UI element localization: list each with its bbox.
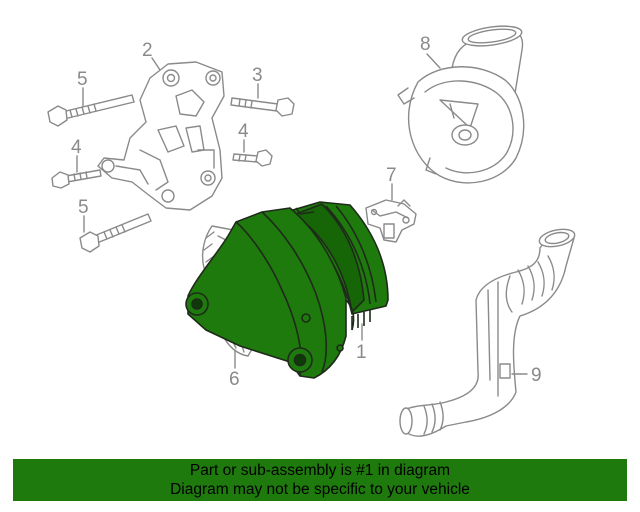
banner-line-1: Part or sub-assembly is #1 in diagram: [189, 462, 451, 479]
callout-4-left: 4: [71, 137, 82, 158]
bolt-5-lower[interactable]: [79, 213, 152, 253]
callout-5-upper: 5: [77, 69, 88, 90]
leader-lines: [76, 53, 528, 375]
mounting-bracket[interactable]: [97, 61, 225, 211]
callout-9: 9: [531, 365, 542, 386]
bolt-3[interactable]: [230, 97, 295, 117]
callout-4-right: 4: [238, 121, 249, 142]
alternator[interactable]: [185, 201, 389, 379]
bolt-4-right[interactable]: [232, 149, 273, 167]
callout-7: 7: [386, 165, 397, 186]
callout-6: 6: [229, 369, 240, 390]
banner-line-2: Diagram may not be specific to your vehi…: [170, 481, 470, 498]
air-duct-hose[interactable]: [399, 226, 576, 437]
bolt-4-left[interactable]: [51, 169, 102, 189]
parts-diagram: 2 5 3 4 4 5 7 8 1 6 9: [47, 23, 576, 437]
bolt-5-upper[interactable]: [47, 94, 135, 127]
info-banner: Part or sub-assembly is #1 in diagram Di…: [13, 459, 627, 501]
callout-8: 8: [420, 34, 431, 55]
voltage-regulator[interactable]: [365, 199, 417, 243]
callout-1: 1: [356, 342, 367, 363]
callout-5-lower: 5: [78, 197, 89, 218]
callout-2: 2: [142, 40, 153, 61]
air-intake-housing[interactable]: [397, 23, 525, 184]
callout-3: 3: [252, 65, 263, 86]
